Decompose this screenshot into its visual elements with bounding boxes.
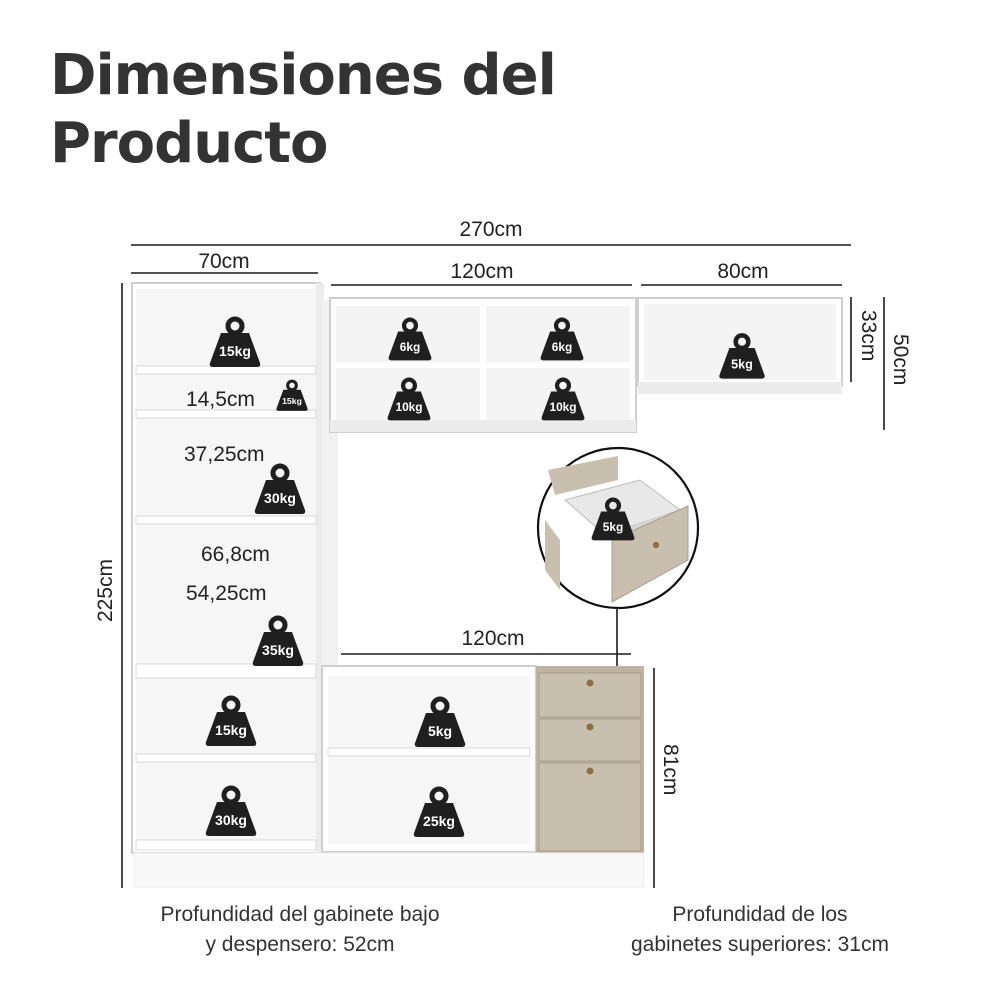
weight-icon: 10kg [541, 377, 585, 421]
weight-icon: 25kg [413, 786, 465, 837]
pantry-width-label: 70cm [198, 250, 250, 273]
weight-icon: 6kg [540, 317, 584, 361]
shelf-gap-2-label: 37,25cm [184, 443, 265, 466]
base-depth-line-1: Profundidad del gabinete bajo [160, 903, 440, 926]
upper-middle-width-label: 120cm [450, 260, 514, 283]
total-width-label: 270cm [459, 218, 523, 241]
weight-icons: 15kg 15kg 30kg 35kg 15kg 30kg 6kg 6kg 10kg 10kg 5k… [205, 316, 765, 837]
weight-label: 6kg [552, 340, 573, 354]
weight-icon: 5kg [719, 333, 765, 379]
weight-label: 10kg [549, 400, 576, 414]
base-depth-note: Profundidad del gabinete bajo y despense… [130, 900, 470, 960]
weight-icon: 5kg [591, 497, 635, 541]
weight-label: 35kg [262, 642, 294, 658]
base-height-label: 81cm [659, 744, 682, 796]
weight-icon: 15kg [276, 379, 308, 411]
weight-label: 30kg [215, 812, 247, 828]
weight-icon: 15kg [209, 316, 261, 367]
shelf-gap-1-label: 14,5cm [186, 388, 255, 411]
weight-icon: 30kg [205, 785, 257, 836]
weight-icon: 6kg [388, 317, 432, 361]
upper-depth-note: Profundidad de los gabinetes superiores:… [600, 900, 920, 960]
weight-label: 5kg [428, 723, 452, 739]
weight-label: 25kg [423, 813, 455, 829]
upper-middle-cabinet [329, 297, 637, 433]
shelf-gap-3-label: 54,25cm [186, 582, 267, 605]
base-depth-line-2: y despensero: 52cm [205, 933, 395, 956]
weight-icon: 35kg [252, 615, 304, 666]
plinth [133, 852, 645, 888]
upper-outer-height-label: 50cm [889, 334, 912, 386]
weight-icon: 30kg [254, 463, 306, 514]
inner-width-label: 66,8cm [201, 543, 270, 566]
upper-right-width-label: 80cm [717, 260, 769, 283]
title-line-1: Dimensiones del [50, 43, 557, 108]
weight-label: 15kg [219, 343, 251, 359]
base-drawer-cabinet [536, 666, 644, 854]
counter-width-label: 120cm [461, 627, 525, 650]
upper-depth-line-2: gabinetes superiores: 31cm [631, 933, 889, 956]
weight-icon: 15kg [205, 695, 257, 746]
weight-label: 6kg [400, 340, 421, 354]
weight-label: 15kg [215, 722, 247, 738]
upper-depth-line-1: Profundidad de los [672, 903, 848, 926]
weight-icon: 10kg [387, 377, 431, 421]
weight-label: 5kg [603, 520, 624, 534]
upper-inner-height-label: 33cm [857, 310, 880, 362]
pantry-cabinet [131, 282, 324, 854]
title-line-2: Producto [50, 111, 329, 176]
weight-label: 30kg [264, 490, 296, 506]
weight-icon: 5kg [414, 696, 466, 747]
weight-label: 10kg [395, 400, 422, 414]
weight-label: 5kg [731, 358, 753, 372]
total-height-label: 225cm [94, 558, 117, 622]
page-title: Dimensiones del Producto [50, 42, 670, 178]
weight-label: 15kg [282, 396, 302, 406]
